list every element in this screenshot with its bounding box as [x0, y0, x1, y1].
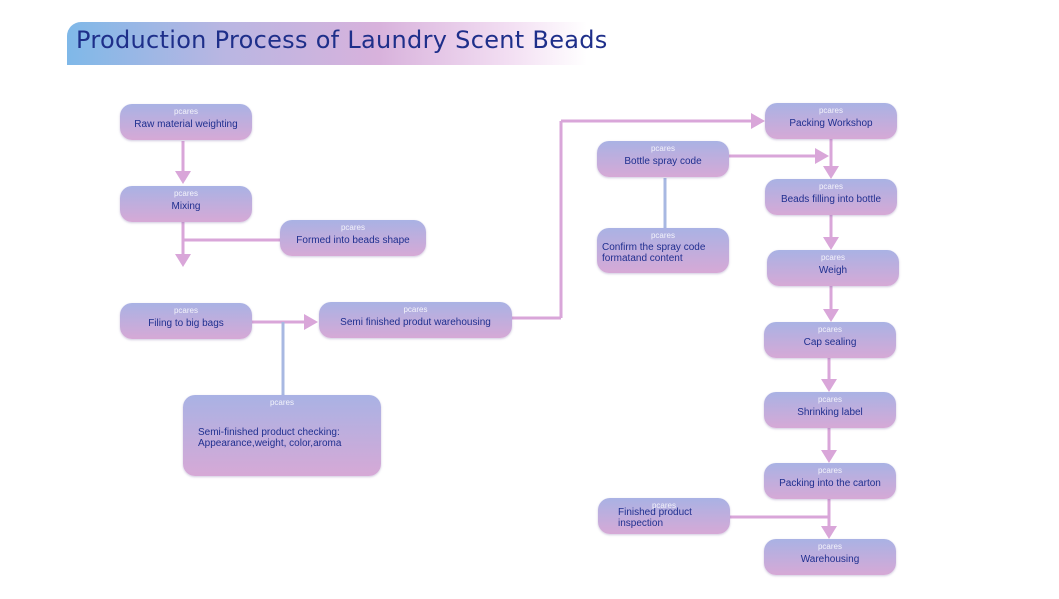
page-title: Production Process of Laundry Scent Bead… — [76, 26, 608, 54]
node-raw-material-weighting: pcares Raw material weighting — [120, 104, 252, 140]
node-mixing: pcares Mixing — [120, 186, 252, 222]
node-beads-filling: pcares Beads filling into bottle — [765, 179, 897, 215]
node-shrinking-label: pcares Shrinking label — [764, 392, 896, 428]
watermark: pcares — [173, 189, 198, 198]
node-label: Shrinking label — [797, 406, 863, 418]
node-semi-finished-warehousing: pcares Semi finished produt warehousing — [319, 302, 512, 338]
arrowhead-mixing — [175, 171, 191, 184]
node-label: Packing into the carton — [779, 477, 881, 489]
node-warehousing: pcares Warehousing — [764, 539, 896, 575]
arrowhead-filling — [823, 166, 839, 179]
watermark: pcares — [650, 144, 675, 153]
node-label: Warehousing — [800, 553, 860, 565]
node-label: Semi finished produt warehousing — [340, 316, 491, 328]
node-label: Filing to big bags — [148, 317, 224, 329]
title-banner — [67, 22, 587, 65]
watermark: pcares — [403, 305, 428, 314]
node-label: Bottle spray code — [624, 155, 702, 167]
node-semi-finished-checking: pcares Semi-finished product checking: A… — [183, 395, 381, 476]
arrowhead-shrink — [821, 379, 837, 392]
watermark: pcares — [650, 231, 675, 240]
node-label: Confirm the spray code formatand content — [602, 241, 706, 264]
node-weigh: pcares Weigh — [767, 250, 899, 286]
node-filing-to-big-bags: pcares Filing to big bags — [120, 303, 252, 339]
watermark: pcares — [817, 542, 842, 551]
node-label: Weigh — [818, 264, 848, 276]
arrowhead-carton — [821, 450, 837, 463]
node-label: Beads filling into bottle — [780, 193, 882, 205]
arrowhead-warehousing — [821, 526, 837, 539]
node-formed-into-beads: pcares Formed into beads shape — [280, 220, 426, 256]
node-label: Mixing — [171, 200, 201, 212]
arrowhead-packing-workshop — [751, 113, 765, 129]
arrowhead-semi — [304, 314, 318, 330]
node-bottle-spray-code: pcares Bottle spray code — [597, 141, 729, 177]
arrowhead-cap — [823, 309, 839, 322]
watermark: pcares — [173, 107, 198, 116]
node-confirm-spray-code: pcares Confirm the spray code formatand … — [597, 228, 729, 273]
node-packing-workshop: pcares Packing Workshop — [765, 103, 897, 139]
watermark: pcares — [269, 398, 294, 407]
node-label: Finished product inspection — [618, 507, 692, 529]
watermark: pcares — [818, 182, 843, 191]
watermark: pcares — [817, 325, 842, 334]
arrowhead-mixing-out — [175, 254, 191, 267]
node-label: Semi-finished product checking: Appearan… — [198, 426, 342, 449]
arrowhead-weigh — [823, 237, 839, 250]
node-cap-sealing: pcares Cap sealing — [764, 322, 896, 358]
arrowhead-spray — [815, 148, 829, 164]
watermark: pcares — [820, 253, 845, 262]
node-packing-into-carton: pcares Packing into the carton — [764, 463, 896, 499]
node-finished-product-inspection: pcares Finished product inspection — [598, 498, 730, 534]
node-label: Packing Workshop — [789, 117, 873, 129]
watermark: pcares — [818, 106, 843, 115]
watermark: pcares — [173, 306, 198, 315]
watermark: pcares — [817, 395, 842, 404]
node-label: Cap sealing — [803, 336, 857, 348]
node-label: Formed into beads shape — [296, 234, 410, 246]
watermark: pcares — [651, 501, 676, 510]
watermark: pcares — [817, 466, 842, 475]
watermark: pcares — [340, 223, 365, 232]
node-label: Raw material weighting — [134, 118, 238, 130]
